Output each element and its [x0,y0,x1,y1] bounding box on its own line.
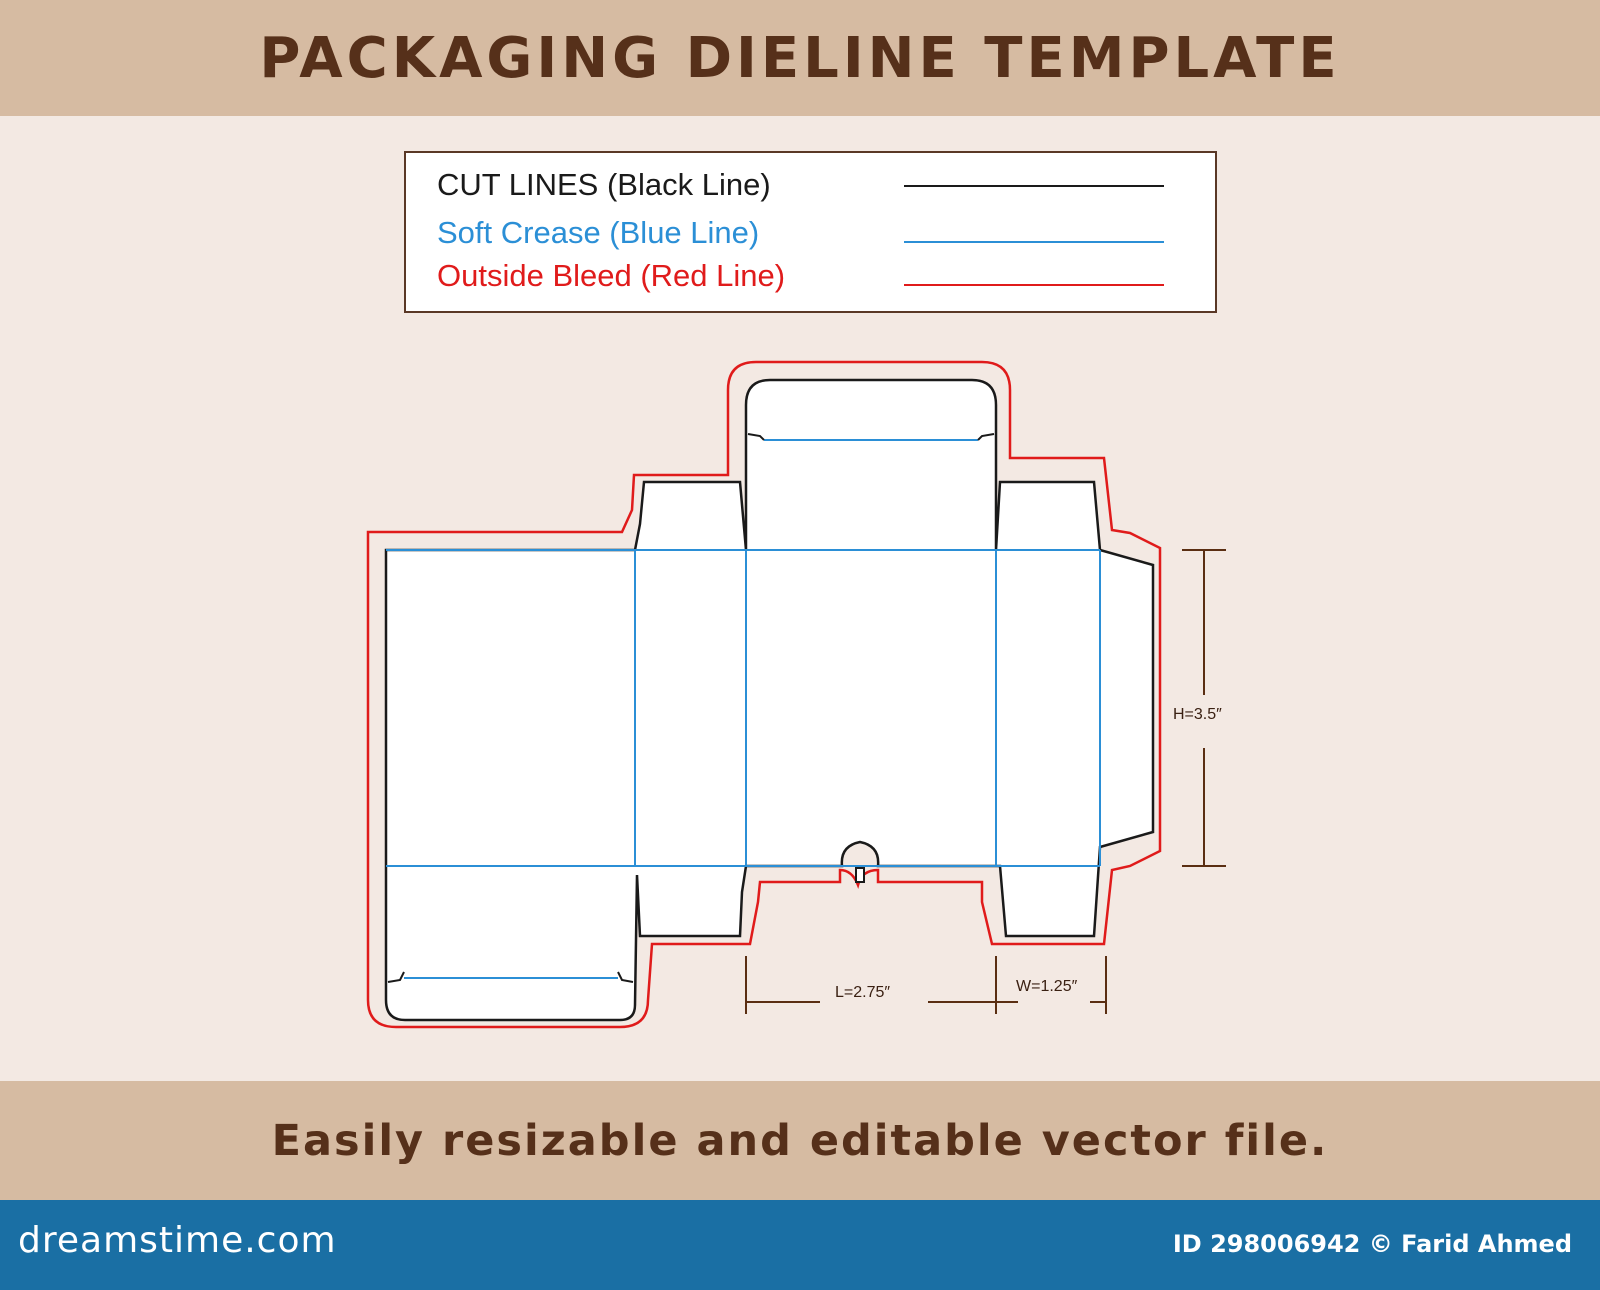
footer-band: Easily resizable and editable vector fil… [0,1081,1600,1200]
legend-box: CUT LINES (Black Line) Soft Crease (Blue… [404,151,1217,313]
page-title: PACKAGING DIELINE TEMPLATE [259,25,1341,91]
brand-logo: dreamstime.com [18,1220,337,1261]
height-label: H=3.5″ [1173,706,1222,723]
legend-crease-line [904,241,1164,243]
legend-bleed-label: Outside Bleed (Red Line) [437,258,786,293]
top-tuck-slits [747,433,995,441]
thumb-notch [855,867,865,883]
length-label: L=2.75″ [835,984,890,1001]
image-id-credit: ID 298006942 © Farid Ahmed [1172,1230,1572,1258]
width-dimension [996,956,1107,1014]
footer-text: Easily resizable and editable vector fil… [271,1115,1329,1166]
dieline-diagram: H=3.5″ L=2.75″ W=1.25″ [366,360,1226,1029]
legend-crease-label: Soft Crease (Blue Line) [437,215,760,250]
brand-bar: dreamstime.com ID 298006942 © Farid Ahme… [0,1200,1600,1290]
height-dimension [1182,549,1226,867]
bleed-outline [366,360,1162,1029]
bottom-tuck-slits [387,971,634,983]
length-dimension [745,956,997,1014]
legend-bleed-line [904,284,1164,286]
cut-outline [384,378,1155,1022]
legend-cut-line [904,185,1164,187]
header-band: PACKAGING DIELINE TEMPLATE [0,0,1600,116]
width-label: W=1.25″ [1016,978,1078,995]
legend-cut-label: CUT LINES (Black Line) [437,167,771,202]
